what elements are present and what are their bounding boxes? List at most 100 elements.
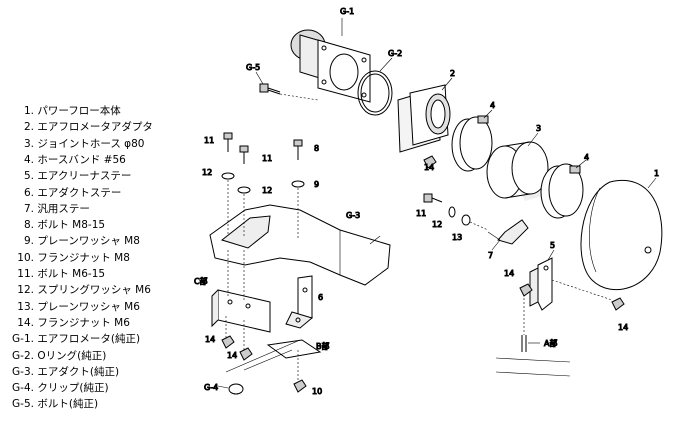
air-duct-g3 (209, 204, 391, 286)
parts-list-name: エアフロメータ(純正) (37, 333, 141, 346)
section-b-bracket (225, 339, 322, 380)
callout-14e: 14 (227, 351, 237, 360)
section-c-bracket (211, 250, 271, 350)
parts-list-name: パワーフロー本体 (37, 105, 121, 117)
hose-band-right (540, 159, 587, 219)
parts-list-item: 2. エアフロメータアダプタ (0, 119, 153, 135)
callout-g3: G-3 (346, 211, 360, 220)
parts-list-name: プレーンワッシャ M8 (37, 235, 140, 248)
parts-list-item: 6. エアダクトステー (0, 185, 121, 201)
nuts-clip-bottom (217, 335, 307, 395)
joint-hose (486, 132, 549, 201)
callout-8: 8 (314, 144, 319, 153)
callout-12b: 12 (262, 186, 272, 195)
parts-list-item: 1. パワーフロー本体 (0, 103, 121, 119)
parts-list-number: G-4. (12, 382, 34, 395)
parts-list-number: 1. (23, 105, 34, 117)
parts-list-name: ボルト(純正) (37, 398, 99, 411)
bolt-g5 (255, 71, 319, 101)
parts-list-number: 3. (23, 137, 34, 150)
parts-list-item: 5. エアクリーナステー (0, 168, 131, 184)
parts-list-number: G-5. (12, 398, 34, 411)
parts-list-item: 13. プレーンワッシャ M6 (0, 299, 140, 315)
parts-list-item: G-5. ボルト(純正) (0, 396, 98, 412)
bolt-washers-filter-side (423, 193, 489, 231)
parts-list-name: スプリングワッシャ M6 (37, 284, 151, 297)
callout-14a: 14 (504, 269, 514, 278)
parts-list-name: フランジナット M8 (37, 251, 130, 264)
parts-list-item: G-2. Oリング(純正) (0, 348, 106, 364)
callout-4b: 4 (584, 153, 589, 162)
section-a-stud (495, 335, 571, 377)
section-a-label: A部 (544, 338, 557, 348)
parts-list-number: 10. (17, 251, 34, 264)
callout-6: 6 (318, 293, 323, 302)
callout-5: 5 (550, 241, 555, 250)
parts-list-name: エアダクト(純正) (37, 365, 120, 378)
parts-list-number: 6. (23, 186, 34, 199)
parts-list-name: Oリング(純正) (37, 349, 107, 362)
callout-11b: 11 (262, 154, 272, 163)
parts-list-name: エアダクトステー (37, 186, 122, 199)
callout-1: 1 (654, 169, 659, 178)
air-flow-meter-g1 (290, 18, 371, 103)
parts-list-item: G-4. クリップ(純正) (0, 380, 109, 396)
parts-list-number: 7. (23, 202, 34, 215)
parts-list-item: 11. ボルト M6-15 (0, 266, 105, 282)
parts-list-number: 4. (23, 153, 34, 166)
power-flow-filter-body (580, 177, 663, 291)
parts-list-name: エアフロメータアダプタ (37, 121, 153, 134)
parts-list-number: 9. (23, 235, 34, 248)
callout-11a: 11 (204, 136, 214, 145)
parts-list-number: 12. (17, 284, 34, 297)
o-ring-g2 (357, 57, 393, 116)
parts-list-number: G-3. (12, 365, 34, 378)
callout-13: 13 (452, 233, 462, 242)
callout-10: 10 (312, 387, 322, 396)
universal-stay (487, 219, 529, 251)
parts-list-item: 12. スプリングワッシャ M6 (0, 282, 151, 298)
parts-list-item: G-1. エアフロメータ(純正) (0, 331, 140, 347)
parts-list-number: 2. (23, 121, 34, 134)
parts-list-number: 8. (23, 219, 34, 232)
callout-g4: G-4 (204, 383, 218, 392)
parts-list-name: ホースバンド #56 (37, 153, 126, 166)
callout-11c: 11 (416, 209, 426, 218)
air-flow-meter-adapter (397, 77, 453, 153)
callout-4a: 4 (490, 101, 495, 110)
parts-list-item: G-3. エアダクト(純正) (0, 364, 119, 380)
hose-band-left (451, 109, 493, 172)
callout-12a: 12 (202, 168, 212, 177)
parts-list-name: ボルト M8-15 (37, 219, 106, 232)
parts-list-name: エアクリーナステー (37, 170, 132, 183)
callout-g5: G-5 (246, 63, 260, 72)
parts-list-number: G-2. (12, 349, 34, 362)
parts-list-item: 4. ホースバンド #56 (0, 152, 126, 168)
bolts-washers-duct (221, 132, 305, 240)
parts-list-number: 14. (17, 316, 34, 329)
parts-list-item: 7. 汎用ステー (0, 201, 90, 217)
parts-list-name: 汎用ステー (37, 202, 90, 215)
parts-list-name: ジョイントホース φ80 (37, 137, 145, 150)
parts-list-item: 8. ボルト M8-15 (0, 217, 105, 233)
section-c-label: C部 (194, 276, 208, 286)
section-b-label: B部 (316, 341, 330, 351)
callout-14b: 14 (618, 323, 628, 332)
parts-list-item: 10. フランジナット M8 (0, 250, 130, 266)
callout-9: 9 (314, 180, 319, 189)
parts-list-number: G-1. (12, 333, 34, 346)
parts-list-name: クリップ(純正) (37, 382, 109, 395)
air-duct-stay (285, 275, 314, 329)
parts-list-item: 3. ジョイントホース φ80 (0, 136, 144, 152)
callout-g2: G-2 (388, 49, 402, 58)
callout-3: 3 (536, 124, 541, 133)
callout-7: 7 (488, 251, 493, 260)
flange-nut-adapter (423, 155, 437, 169)
air-cleaner-stay (529, 249, 613, 311)
flange-nuts-stay (519, 283, 625, 335)
callout-14c: 14 (424, 163, 434, 172)
callout-12c: 12 (432, 220, 442, 229)
parts-list-name: ボルト M6-15 (37, 268, 106, 280)
